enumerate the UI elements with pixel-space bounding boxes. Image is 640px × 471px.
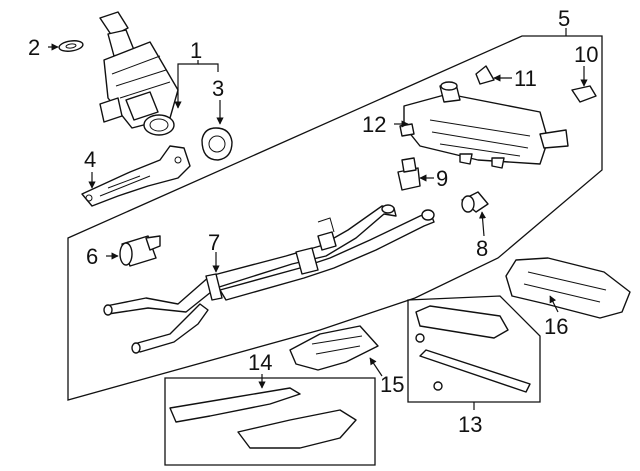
muffler xyxy=(399,81,569,169)
callout-4: 4 xyxy=(84,147,96,172)
assembly-frame xyxy=(67,35,603,401)
bracket xyxy=(81,145,191,207)
leader-8 xyxy=(478,211,487,237)
callout-12: 12 xyxy=(362,112,386,137)
intermediate-pipe xyxy=(103,204,435,354)
leader-1b xyxy=(198,63,219,72)
callout-15: 15 xyxy=(380,372,404,397)
subframe-13 xyxy=(407,295,541,403)
callout-11: 11 xyxy=(514,66,537,91)
callout-2: 2 xyxy=(28,35,40,60)
callout-1: 1 xyxy=(190,38,202,63)
callout-14: 14 xyxy=(248,350,272,375)
callout-10: 10 xyxy=(574,42,598,67)
heat-shield-13 xyxy=(415,305,531,393)
callout-16: 16 xyxy=(544,314,568,339)
callout-6: 6 xyxy=(86,244,98,269)
flange-gasket xyxy=(201,127,233,161)
clamp xyxy=(461,191,489,213)
heat-shield-14 xyxy=(169,387,357,449)
callout-13: 13 xyxy=(458,412,482,437)
hanger-bracket-11 xyxy=(475,65,495,85)
subframe-14 xyxy=(164,377,376,466)
rubber-hanger xyxy=(119,235,161,267)
heat-shield-15 xyxy=(289,325,379,371)
hanger-bracket-10 xyxy=(571,85,597,103)
leader-1 xyxy=(174,60,199,109)
callout-5: 5 xyxy=(558,6,570,31)
callout-8: 8 xyxy=(476,236,488,261)
callout-9: 9 xyxy=(436,166,448,191)
gasket-small xyxy=(58,40,84,52)
leader-16 xyxy=(549,295,559,313)
sensor xyxy=(397,157,421,191)
callout-7: 7 xyxy=(208,230,220,255)
leader-15 xyxy=(369,357,383,377)
callout-3: 3 xyxy=(212,76,224,101)
heat-shield-16 xyxy=(505,257,631,319)
catalytic-converter xyxy=(99,11,179,136)
